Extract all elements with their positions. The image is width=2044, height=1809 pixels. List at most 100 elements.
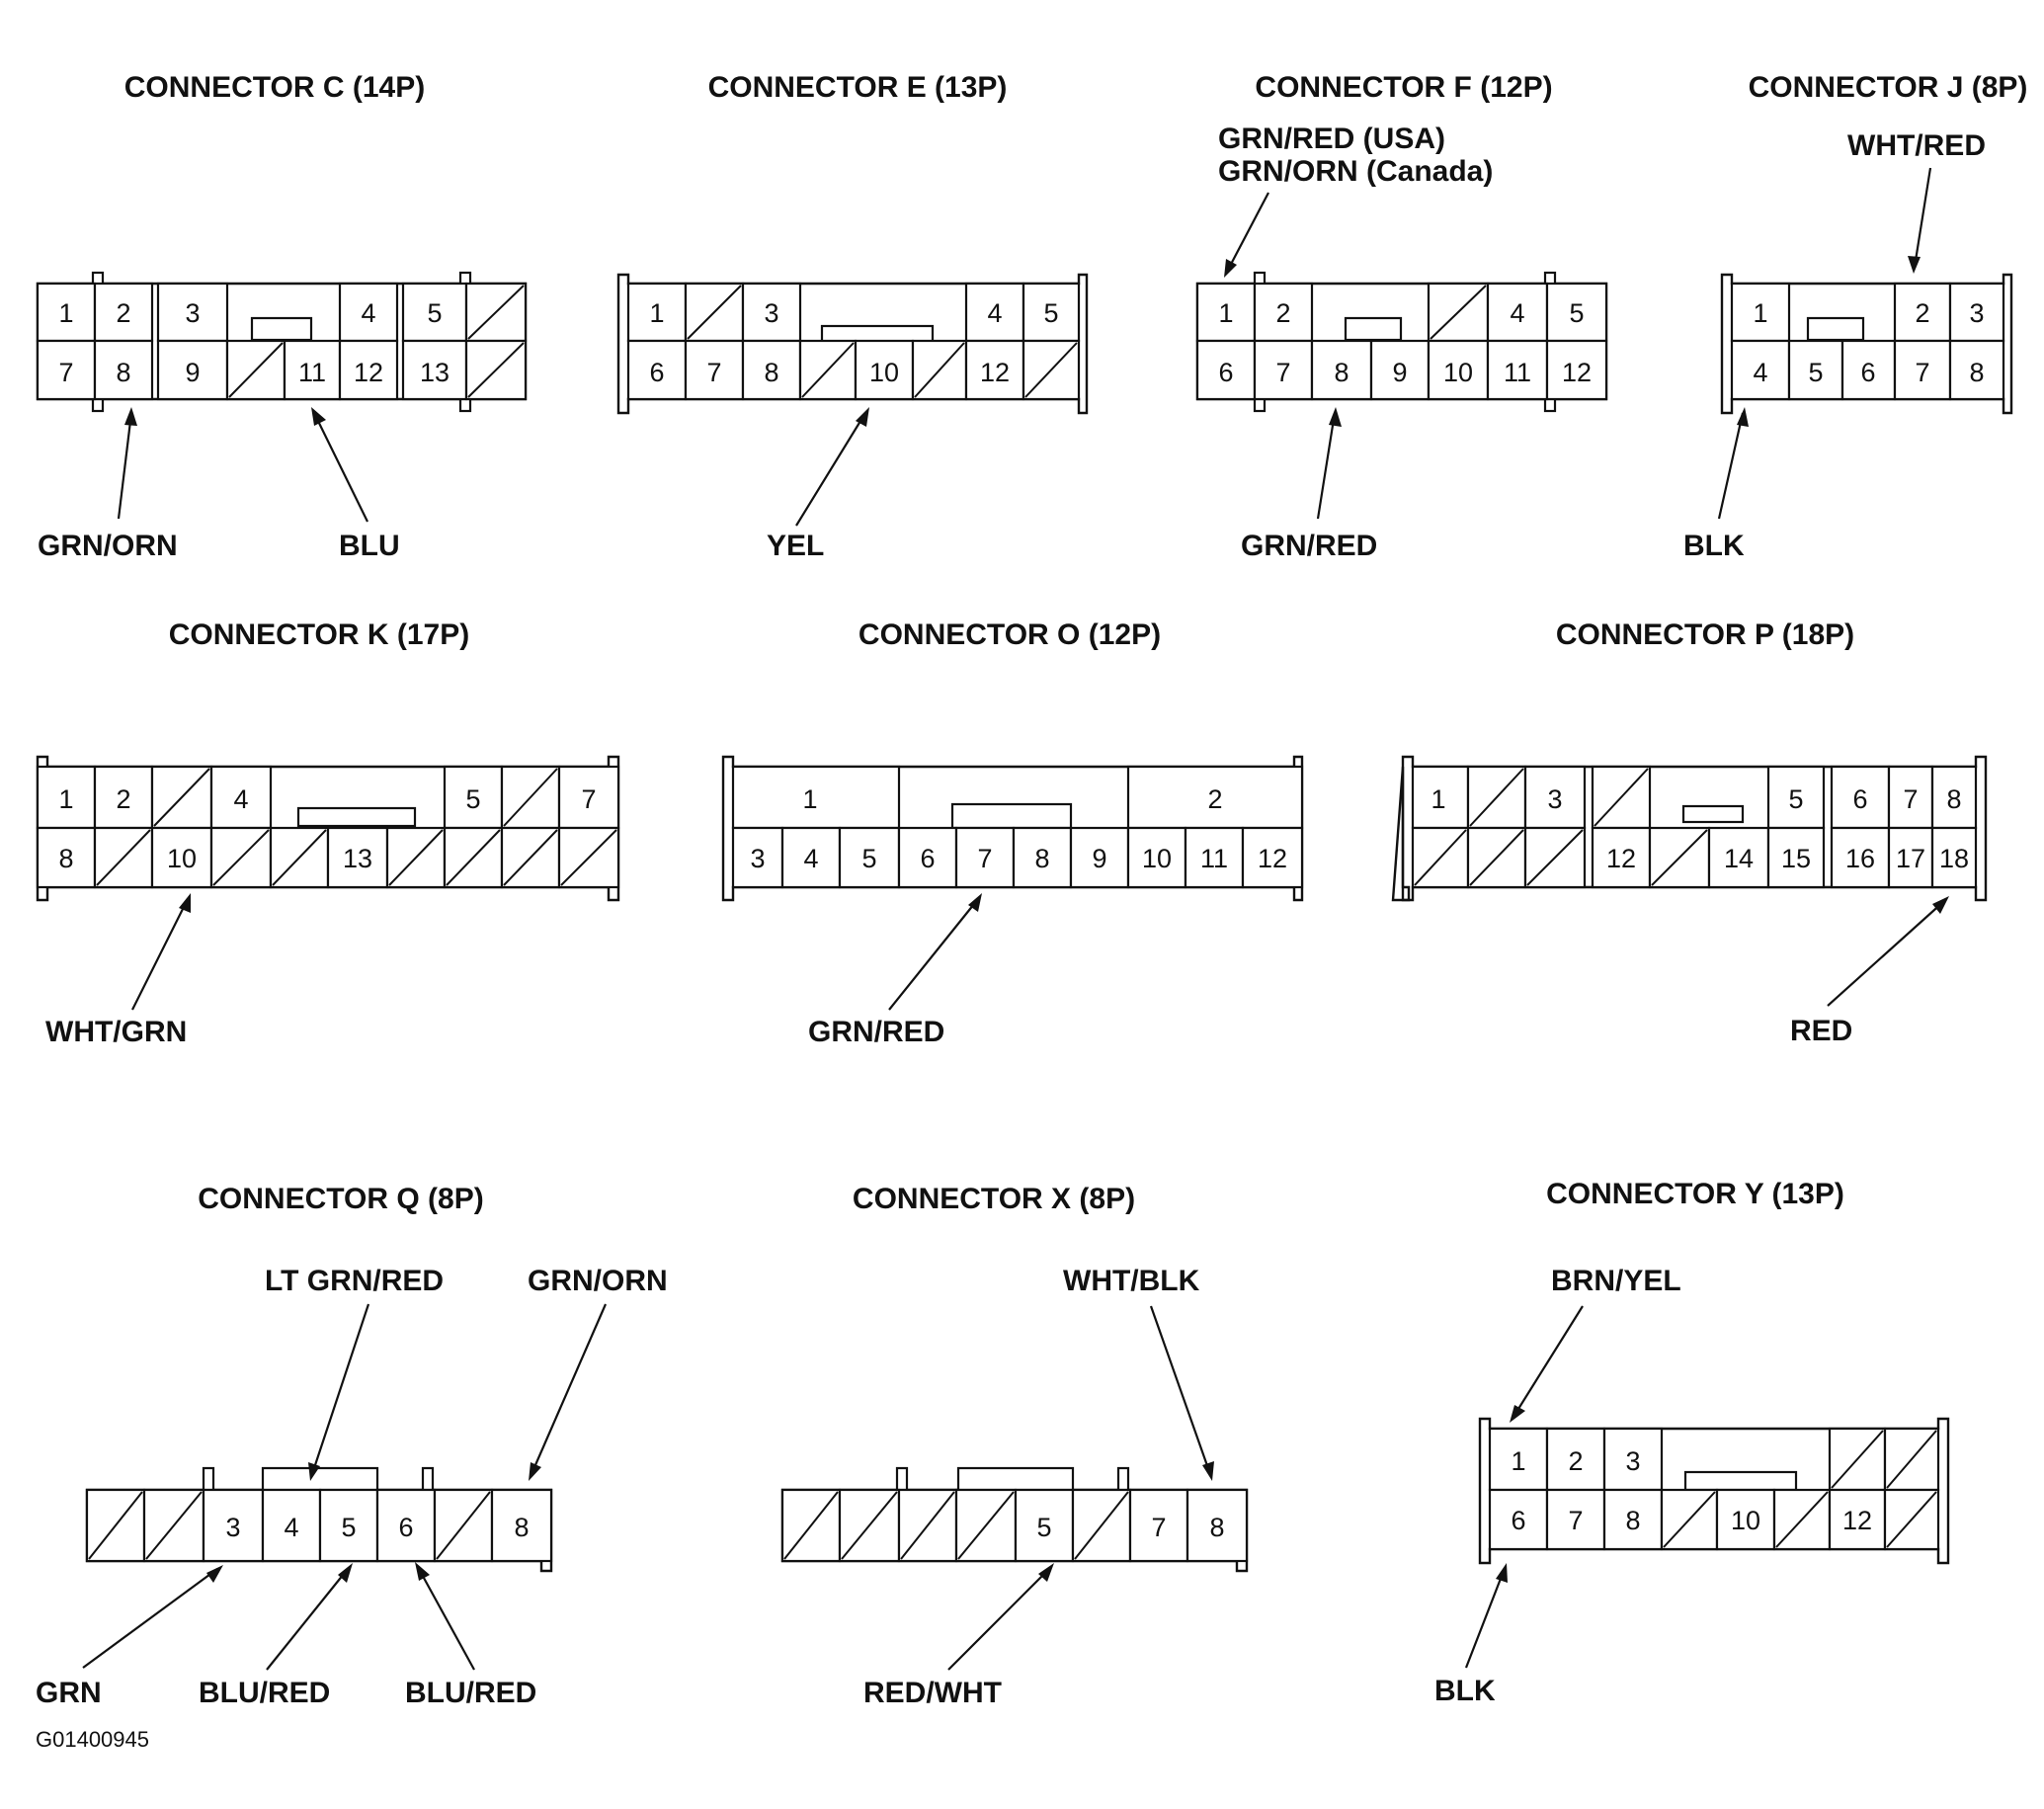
pin-number: 5 [465, 784, 480, 814]
pin-cell [741, 339, 802, 401]
pin-number: 4 [803, 844, 818, 873]
pin-number: 8 [58, 844, 73, 873]
pin-number: 6 [398, 1513, 413, 1542]
empty-pin-slash [388, 829, 444, 886]
connector-p-lock-tab [1681, 804, 1745, 824]
wire-color-label: BLU [339, 530, 400, 562]
pin-number: 5 [341, 1513, 356, 1542]
empty-pin-slash [687, 285, 742, 340]
pin-number: 12 [1562, 358, 1592, 387]
callout-arrow [1464, 1570, 1506, 1669]
wire-color-label: RED/WHT [863, 1677, 1002, 1709]
empty-pin-slash [783, 1491, 839, 1560]
pin-number: 14 [1724, 844, 1754, 873]
pin-cell [954, 826, 1016, 889]
arrowhead [206, 1565, 223, 1583]
pin-number: 5 [1569, 298, 1584, 328]
callout-arrow [313, 412, 368, 523]
arrowhead [529, 1462, 541, 1481]
wire-color-label: BLU/RED [405, 1677, 536, 1709]
empty-pin-slash [436, 1491, 491, 1560]
pin-cell [1241, 826, 1304, 889]
arrowhead [311, 407, 326, 426]
wire-color-label: WHT/BLK [1063, 1265, 1200, 1297]
pin-number: 3 [1625, 1446, 1640, 1476]
pin-cell [731, 765, 901, 830]
pin-number: 8 [1209, 1513, 1224, 1542]
pin-number: 4 [233, 784, 248, 814]
pin-cell [1488, 1427, 1549, 1492]
pin-cell [156, 339, 229, 401]
callout-arrow [117, 412, 133, 520]
empty-pin-slash [1430, 285, 1487, 340]
pin-number: 5 [1808, 358, 1823, 387]
pin-number: 8 [1946, 784, 1961, 814]
pin-cell [490, 1488, 553, 1563]
callout-arrow [1717, 412, 1745, 520]
pin-cell [202, 1488, 265, 1563]
callout-arrow [947, 1568, 1050, 1671]
connector-x: CONNECTOR X (8P) WHT/BLK 5 7 8 RED/WHT [780, 1183, 1249, 1709]
pin-cell [1545, 1488, 1606, 1551]
pin-cell [1369, 339, 1431, 401]
pin-cell [897, 826, 958, 889]
pin-number: 6 [649, 358, 664, 387]
pin-number: 3 [750, 844, 765, 873]
connector-x-title: CONNECTOR X (8P) [853, 1183, 1135, 1215]
empty-pin-slash [560, 829, 617, 886]
pin-cell [1427, 339, 1490, 401]
empty-pin-slash [1074, 1491, 1129, 1560]
pin-number: 1 [1218, 298, 1233, 328]
wire-color-label: RED [1790, 1015, 1852, 1047]
pin-number: 7 [1903, 784, 1918, 814]
arrowhead [1224, 259, 1237, 278]
pin-cell [1488, 1488, 1549, 1551]
pin-cell [1766, 826, 1826, 889]
pin-cell [1948, 339, 2005, 401]
pin-number: 8 [514, 1513, 529, 1542]
pin-number: 5 [427, 298, 442, 328]
empty-pin-slash [1775, 1491, 1829, 1548]
arrowhead [968, 893, 982, 912]
wire-color-label: GRN/ORN (Canada) [1218, 155, 1493, 188]
pin-cell [1486, 282, 1549, 343]
pin-number: 10 [1142, 844, 1172, 873]
empty-pin-slash [446, 829, 501, 886]
pin-number: 11 [1504, 358, 1531, 387]
pin-number: 7 [1568, 1506, 1583, 1535]
callout-arrow [530, 1303, 608, 1475]
pin-number: 7 [1151, 1513, 1166, 1542]
connector-p-body [1401, 755, 1988, 902]
pin-cell [838, 826, 901, 889]
pin-number: 8 [1625, 1506, 1640, 1535]
empty-pin-slash [900, 1491, 955, 1560]
arrowhead [1737, 407, 1749, 427]
connector-p-edge [1391, 766, 1411, 902]
pin-cell [1830, 826, 1891, 889]
pin-cell [1195, 339, 1257, 401]
callout-arrow [1149, 1305, 1212, 1475]
pin-number: 16 [1845, 844, 1875, 873]
pin-number: 13 [343, 844, 372, 873]
arrowhead [856, 407, 869, 427]
pin-cell [326, 826, 389, 889]
pin-number: 7 [58, 358, 73, 387]
pin-cell [261, 1488, 322, 1563]
pin-number: 1 [58, 784, 73, 814]
pin-cell [36, 765, 97, 830]
empty-pin-slash [1886, 1491, 1937, 1548]
empty-pin-slash [88, 1491, 143, 1560]
pin-cell [1128, 1488, 1189, 1563]
arrowhead [1510, 1405, 1525, 1423]
callout-arrow [1513, 1305, 1584, 1418]
wire-color-label: BLK [1434, 1675, 1496, 1707]
pin-number: 11 [298, 358, 326, 387]
pin-number: 4 [284, 1513, 298, 1542]
pin-cell [1930, 826, 1978, 889]
connector-c: CONNECTOR C (14P) 1 2 3 4 5 7 8 9 [36, 71, 528, 562]
arrowhead [1908, 256, 1921, 274]
pin-cell [1715, 1488, 1776, 1551]
connector-q-latch [202, 1466, 215, 1492]
pin-number: 2 [116, 784, 130, 814]
pin-cell [1253, 282, 1314, 343]
